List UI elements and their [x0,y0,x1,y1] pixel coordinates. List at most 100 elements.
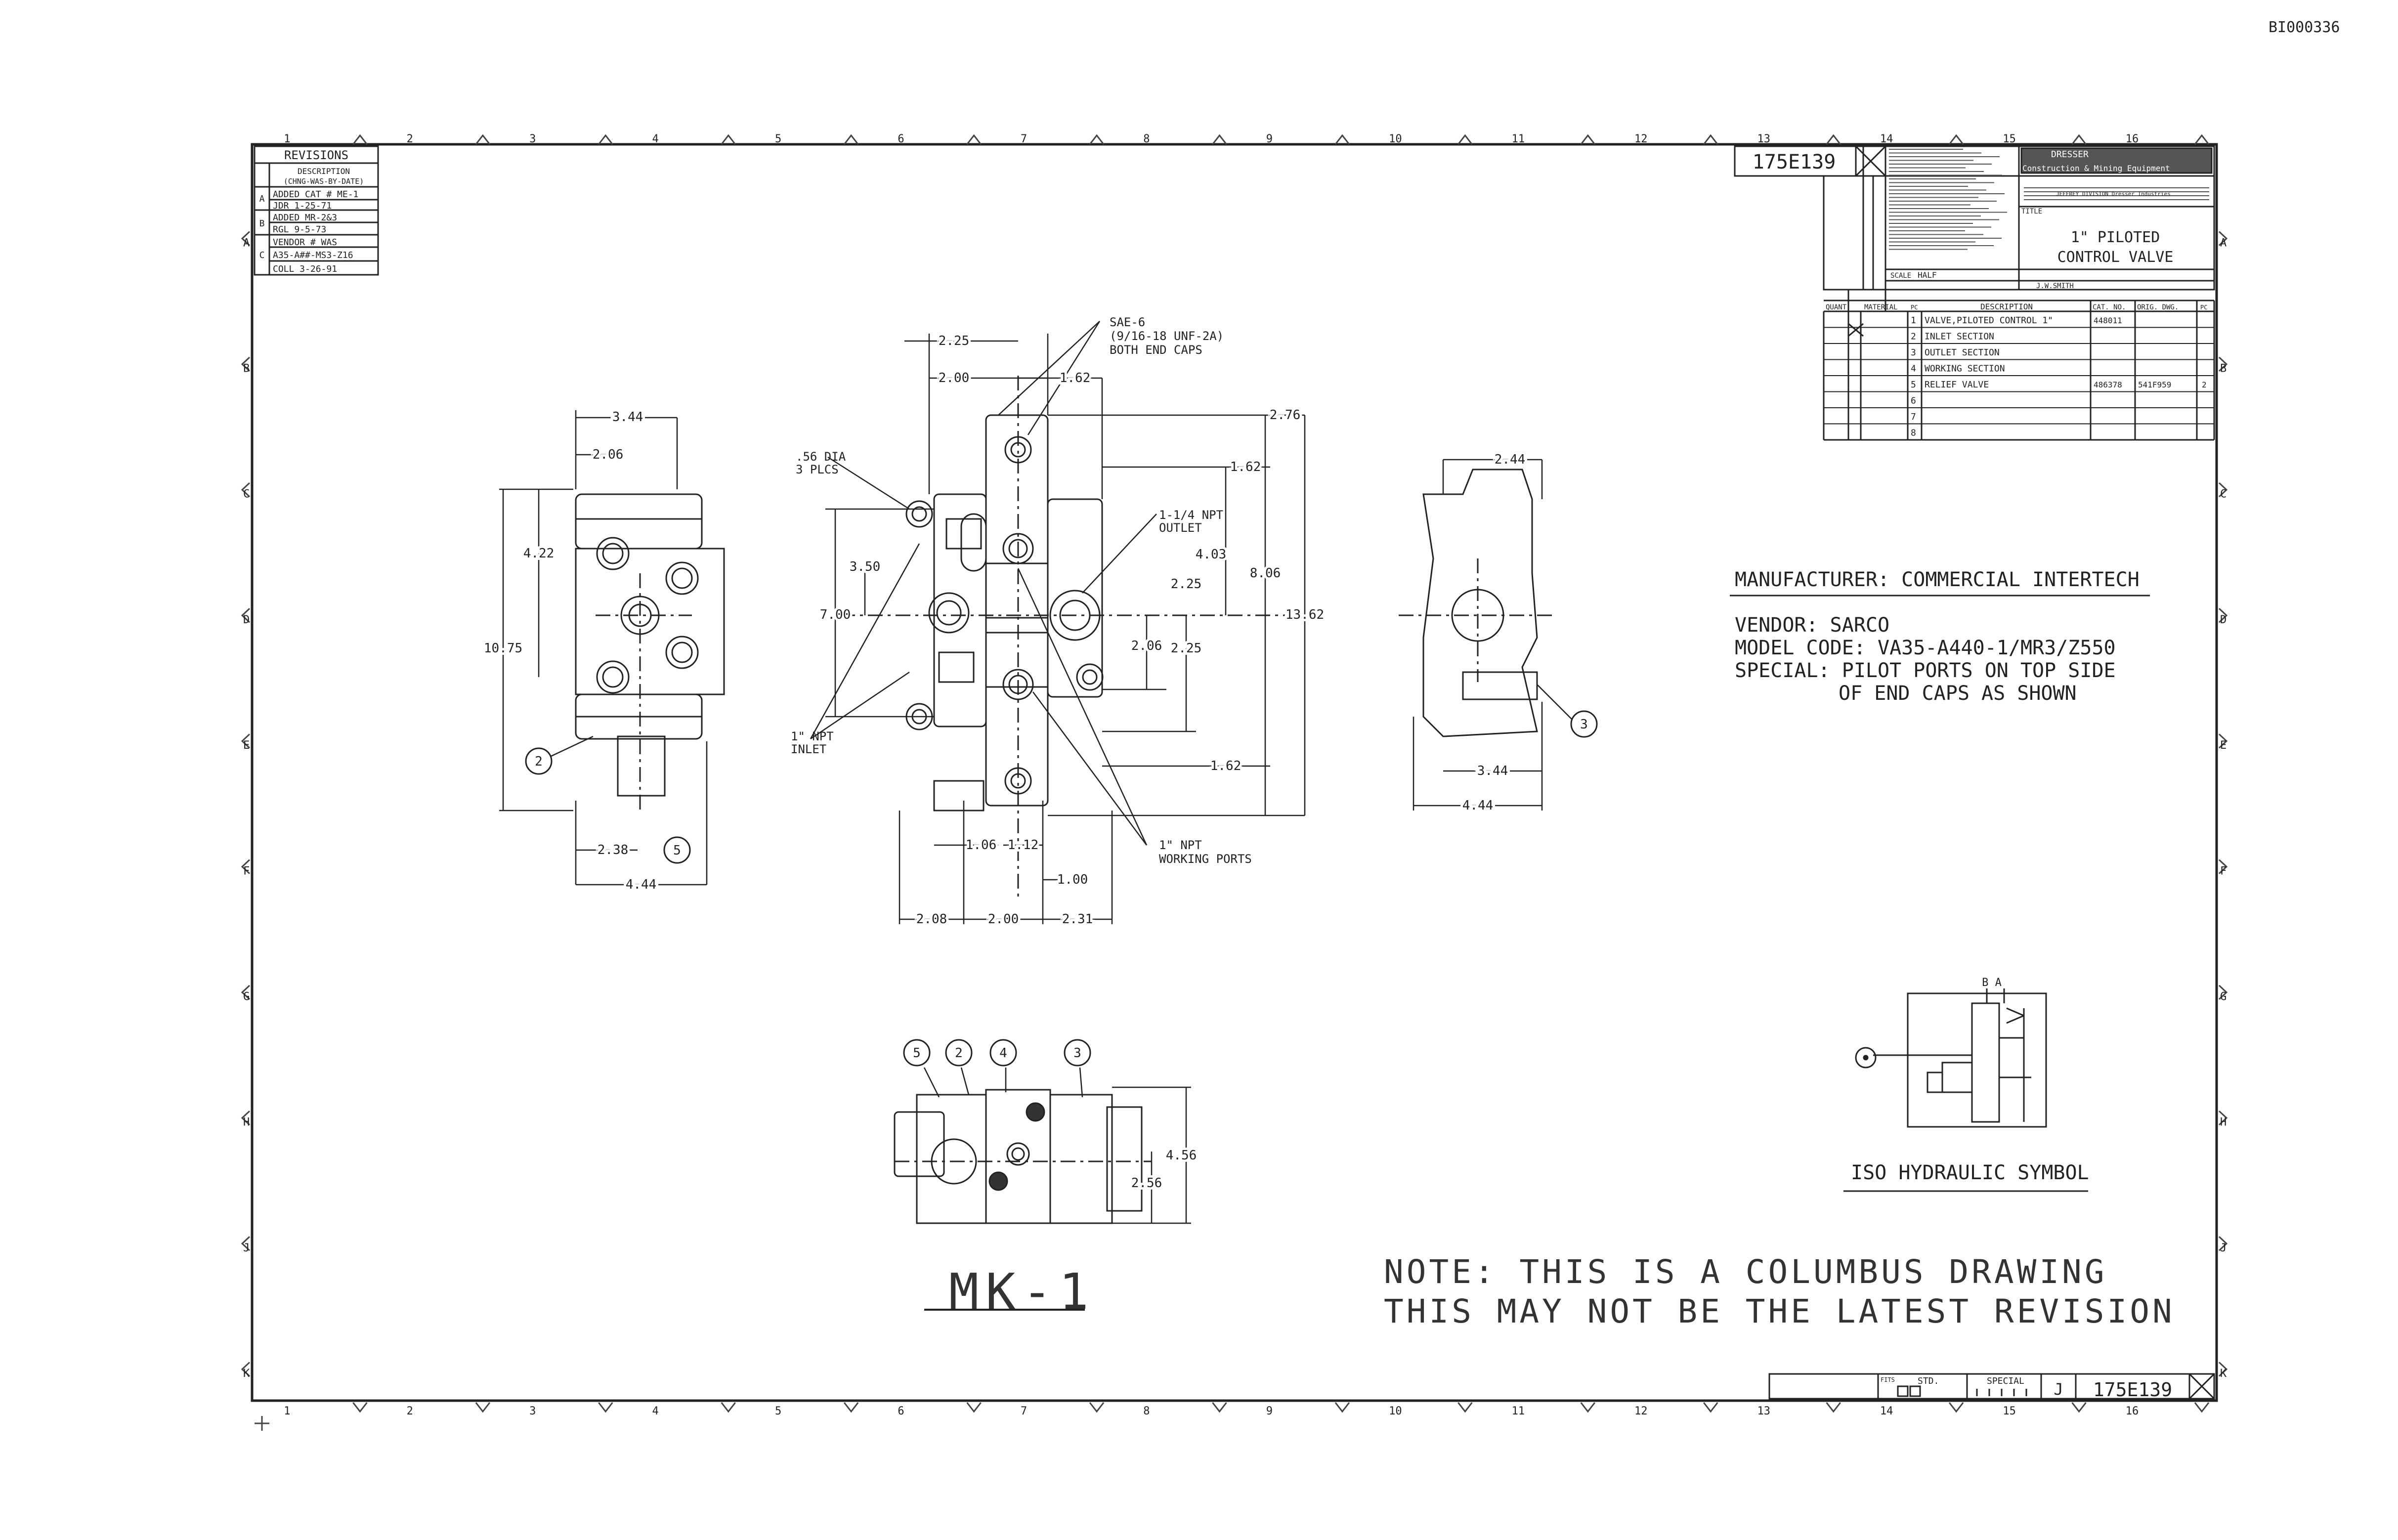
svg-text:SPECIAL: SPECIAL [1987,1376,2024,1386]
parts-cell-pc: 8 [1911,428,1916,438]
parts-cell-desc: RELIEF VALVE [1925,380,1989,390]
svg-text:DESCRIPTION: DESCRIPTION [298,167,350,176]
zone-number: 10 [1389,1405,1402,1417]
zone-number: 4 [652,133,659,145]
bottom-view-balloons [903,1039,1091,1067]
zone-number: 15 [2003,1405,2016,1417]
zone-number: 13 [1757,133,1770,145]
iso-port-labels: B A [1982,977,2002,989]
dimension-label: 2.31 [1062,912,1093,927]
zone-letter: B [243,362,250,375]
dimension-label: 1.06 [966,838,997,853]
svg-text:4: 4 [999,1046,1007,1061]
zone-letter: H [2220,1116,2227,1129]
balloon-2-left [525,747,553,775]
mark-label: MK-1 [949,1263,1096,1321]
bottom-view [894,1089,1152,1224]
dimension-label: 2.25 [1171,641,1202,656]
svg-text:B: B [259,218,265,229]
zone-letter: F [2220,865,2227,877]
callout-label: SAE-6 [1110,315,1145,329]
svg-text:3: 3 [1580,717,1588,732]
iso-symbol-caption: ISO HYDRAULIC SYMBOL [1851,1161,2089,1184]
balloon-5-left [663,836,691,864]
front-view [840,376,1285,899]
svg-text:(CHNG-WAS-BY-DATE): (CHNG-WAS-BY-DATE) [284,177,364,186]
zone-number: 5 [775,1405,781,1417]
svg-text:PC: PC [1911,304,1918,311]
callout-label: (9/16-18 UNF-2A) [1110,329,1224,343]
zone-number: 13 [1757,1405,1770,1417]
callout-label: 1" NPT [791,729,834,743]
zone-number: 7 [1021,133,1027,145]
balloon-3-right [1570,710,1598,738]
svg-text:JEFFREY DIVISION Dresser Indu: JEFFREY DIVISION Dresser Industries [2056,191,2171,197]
svg-text:CAT. NO.: CAT. NO. [2093,303,2126,311]
parts-cell-desc: OUTLET SECTION [1925,347,2000,358]
zone-number: 8 [1143,133,1150,145]
iso-hydraulic-symbol [1855,988,2047,1128]
callout-label: INLET [791,742,826,756]
zone-number: 16 [2126,1405,2139,1417]
zone-letter: A [2220,237,2227,249]
svg-text:MATERIAL: MATERIAL [1864,303,1897,311]
zone-number: 10 [1389,133,1402,145]
svg-text:STD.: STD. [1918,1376,1939,1386]
callout-label: 1-1/4 NPT [1159,508,1223,522]
dimension-label: 2.00 [988,912,1019,927]
zone-letter: D [243,614,250,626]
svg-text:4.56: 4.56 [1166,1148,1197,1163]
revisions-table [254,145,379,276]
svg-text:Construction & Mining Equipmen: Construction & Mining Equipment [2022,164,2170,173]
svg-text:COLL 3-26-91: COLL 3-26-91 [273,264,337,274]
dimension-label: 8.06 [1250,566,1281,581]
svg-text:A35-A##-MS3-Z16: A35-A##-MS3-Z16 [273,250,353,260]
svg-text:4.44: 4.44 [1462,798,1494,813]
zone-letter: G [243,990,250,1003]
parts-cell-pc: 3 [1911,347,1916,358]
svg-text:J.W.SMITH: J.W.SMITH [2036,282,2074,290]
parts-cell-pc2: 2 [2202,380,2207,389]
svg-text:2: 2 [535,754,543,769]
zone-number: 9 [1266,1405,1273,1417]
zone-number: 11 [1512,133,1525,145]
zone-number: 7 [1021,1405,1027,1417]
zone-number: 3 [529,133,536,145]
drawing-title-line1: 1" PILOTED [2071,229,2160,246]
zone-letter: K [243,1368,250,1380]
zone-number: 2 [407,1405,413,1417]
zone-letter: A [243,237,250,249]
zone-letter: H [243,1116,250,1129]
vendor-note: VENDOR: SARCO [1735,614,1890,637]
svg-text:5: 5 [913,1046,921,1061]
zone-number: 9 [1266,133,1273,145]
svg-text:FITS: FITS [1881,1376,1895,1383]
svg-text:3.44: 3.44 [612,410,643,425]
svg-text:ORIG. DWG.: ORIG. DWG. [2137,303,2179,311]
right-side-view [1399,469,1554,737]
dimension-label: 1.62 [1230,460,1261,474]
parts-cell-cat: 486378 [2094,380,2122,389]
dimension-label: 1.62 [1210,759,1242,773]
callout-label: BOTH END CAPS [1110,343,1202,357]
zone-letter: G [2220,990,2227,1003]
svg-text:PC: PC [2200,304,2207,311]
document-id: BI000336 [2269,19,2340,36]
callout-label: 1" NPT [1159,838,1202,852]
special-note-line2: OF END CAPS AS SHOWN [1839,682,2077,705]
parts-cell-pc: 5 [1911,380,1916,390]
dimension-label: 2.06 [1131,639,1162,653]
svg-text:DESCRIPTION: DESCRIPTION [1980,302,2033,311]
zone-letter: J [2220,1242,2227,1254]
zone-number: 6 [898,133,904,145]
title-block-number: 175E139 [1753,151,1836,173]
left-view-dimensions [499,410,708,886]
zone-number: 15 [2003,133,2016,145]
zone-number: 6 [898,1405,904,1417]
dimension-label: 2.25 [1171,577,1202,592]
parts-cell-pc: 2 [1911,332,1916,342]
zone-number: 12 [1634,1405,1648,1417]
svg-text:C: C [259,250,265,260]
revisions-title: REVISIONS [284,148,348,162]
callout-label: WORKING PORTS [1159,852,1252,866]
